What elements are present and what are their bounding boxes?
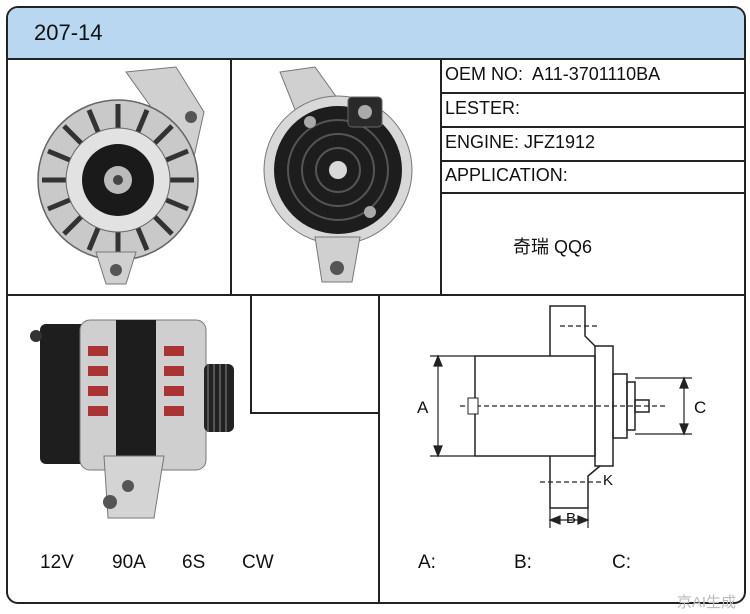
dim-label-c: C: [694, 398, 707, 417]
divider: [440, 160, 744, 162]
title-bar: 207-14: [8, 8, 744, 60]
oem-value: A11-3701110BA: [532, 64, 661, 84]
dim-label-k: K: [603, 472, 614, 489]
dimension-diagram: [430, 305, 692, 528]
rotation-direction: CW: [242, 552, 274, 573]
oem-label: OEM NO:: [445, 64, 524, 84]
alternator-front-photo: [37, 66, 205, 285]
divider: [440, 92, 744, 94]
amperage-rating: 90A: [112, 552, 146, 573]
oem-row: OEM NO: A11-3701110BA: [445, 64, 660, 85]
divider: [440, 58, 442, 294]
dim-label-a: A: [417, 398, 429, 417]
engine-value: JFZ1912: [524, 132, 596, 152]
part-number-title: 207-14: [34, 20, 103, 45]
divider: [250, 412, 378, 414]
application-label: APPLICATION:: [445, 165, 568, 185]
divider: [440, 126, 744, 128]
divider: [378, 294, 380, 602]
divider: [250, 294, 252, 414]
alternator-side-photo: [30, 319, 234, 519]
alternator-rear-photo: [263, 66, 413, 283]
dim-value-b-label: B:: [514, 552, 532, 573]
divider: [230, 58, 232, 294]
lester-row: LESTER:: [445, 98, 520, 119]
lester-label: LESTER:: [445, 98, 521, 118]
dim-value-c-label: C:: [612, 552, 631, 573]
engine-label: ENGINE:: [445, 132, 520, 152]
dim-value-a-label: A:: [418, 552, 436, 573]
application-row: APPLICATION:: [445, 165, 568, 186]
pulley-type: 6S: [182, 552, 206, 573]
application-value: 奇瑞 QQ6: [513, 237, 593, 257]
engine-row: ENGINE: JFZ1912: [445, 132, 595, 153]
divider: [8, 294, 744, 296]
watermark: 京AI生成: [676, 594, 736, 611]
voltage-rating: 12V: [40, 552, 74, 573]
dim-label-b: B: [566, 510, 577, 527]
divider: [440, 192, 744, 194]
